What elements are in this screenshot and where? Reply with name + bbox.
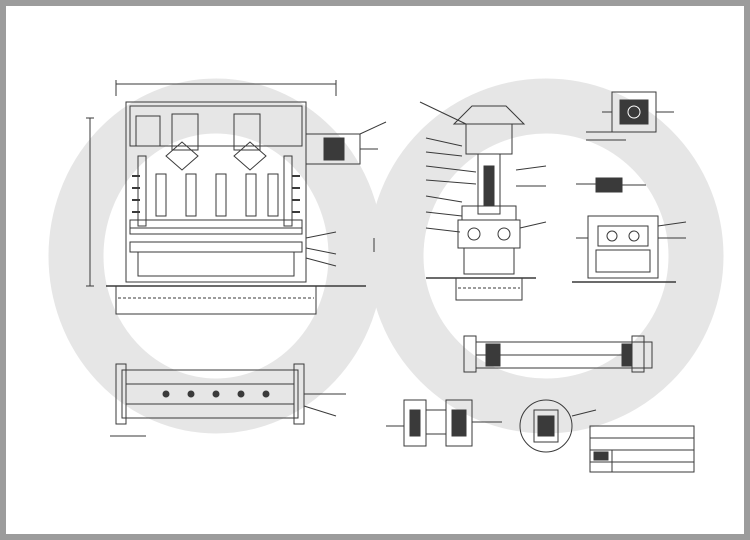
title-block <box>589 425 695 473</box>
detail-top-right-view <box>586 91 674 141</box>
plan-bottom-left-view <box>110 363 346 437</box>
technical-drawing <box>48 78 724 473</box>
side-elevation-view <box>419 101 547 301</box>
watermark-logo <box>48 78 724 434</box>
section-rail-view <box>463 335 653 373</box>
drawing-sheet <box>6 6 744 534</box>
detail-bottom-right-view <box>519 399 597 453</box>
section-mid-right-view <box>572 215 687 283</box>
detail-bottom-center-view <box>386 399 502 447</box>
detail-mid-right-view <box>576 177 646 193</box>
front-elevation-view <box>86 80 387 315</box>
